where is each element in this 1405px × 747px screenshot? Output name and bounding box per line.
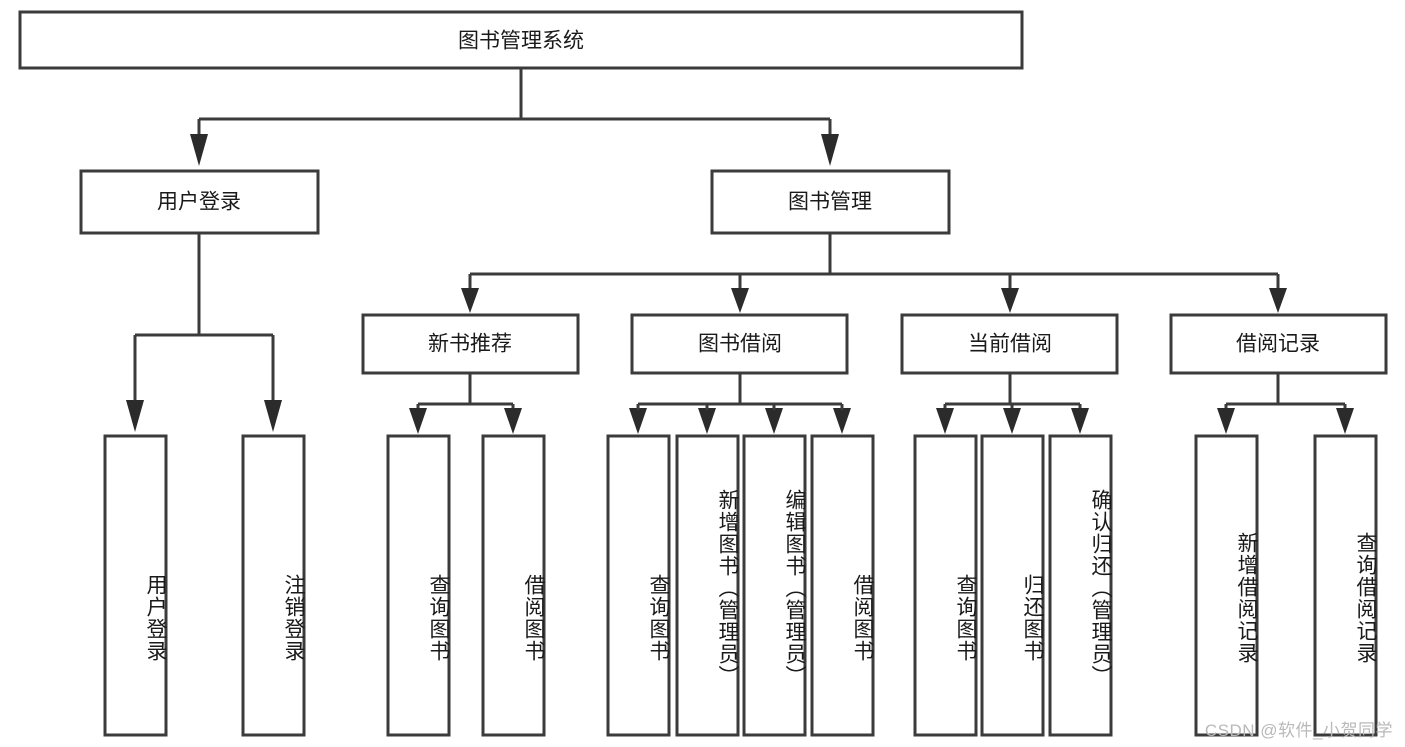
- node-book-manage-label: 图书管理: [788, 191, 872, 214]
- node-book-manage-box[interactable]: [710, 169, 951, 235]
- arrow-br-c1: [1217, 408, 1235, 434]
- node-root-label: 图书管理系统: [458, 30, 584, 53]
- leaf-box-book-borrow-4[interactable]: [810, 434, 875, 737]
- arrow-cb-c2: [1003, 408, 1021, 434]
- leaf-box-book-borrow-3[interactable]: [742, 434, 807, 737]
- leaf-box-book-borrow-1[interactable]: [606, 434, 671, 737]
- node-new-book-recommend-label: 新书推荐: [428, 333, 512, 356]
- node-borrow-record-box[interactable]: [1169, 313, 1388, 375]
- node-book-borrow-label: 图书借阅: [698, 333, 782, 356]
- arrow-bb-c4: [833, 408, 851, 434]
- leaf-box-user-login-2[interactable]: [241, 434, 306, 737]
- arrow-to-current-borrow: [1001, 288, 1019, 313]
- leaf-box-book-borrow-2[interactable]: [675, 434, 740, 737]
- connector-layer: [126, 68, 1354, 434]
- leaf-box-new-book-2[interactable]: [481, 434, 546, 737]
- node-book-borrow-box[interactable]: [630, 313, 849, 375]
- arrow-bb-c2: [698, 408, 716, 434]
- leaf-box-current-borrow-3[interactable]: [1048, 434, 1113, 737]
- arrow-cb-c3: [1071, 408, 1089, 434]
- arrow-to-borrow-record: [1269, 288, 1287, 313]
- node-user-login-box[interactable]: [79, 169, 320, 235]
- leaf-box-current-borrow-1[interactable]: [913, 434, 978, 737]
- arrow-ul-child2: [264, 400, 282, 432]
- node-layer: 图书管理系统 用户登录 图书管理 新书推荐 图书借阅 当前借阅 借阅记录: [18, 10, 1388, 737]
- arrow-to-user-login: [190, 134, 208, 166]
- arrow-to-book-manage: [821, 134, 839, 166]
- leaf-box-borrow-record-2[interactable]: [1313, 434, 1378, 737]
- node-borrow-record-label: 借阅记录: [1236, 333, 1320, 356]
- csdn-watermark: CSDN @软件_小贺同学: [1204, 721, 1393, 740]
- leaf-box-user-login-1[interactable]: [103, 434, 168, 737]
- leaf-box-current-borrow-2[interactable]: [980, 434, 1045, 737]
- arrow-br-c2: [1336, 408, 1354, 434]
- leaf-box-borrow-record-1[interactable]: [1194, 434, 1259, 737]
- arrow-to-new-book: [461, 288, 479, 313]
- node-root-box[interactable]: [18, 10, 1024, 70]
- node-current-borrow-box[interactable]: [900, 313, 1119, 375]
- arrow-to-book-borrow: [731, 288, 749, 313]
- arrow-bb-c1: [629, 408, 647, 434]
- arrow-nb-c1: [409, 408, 427, 434]
- arrow-ul-child1: [126, 400, 144, 432]
- arrow-cb-c1: [936, 408, 954, 434]
- node-user-login-label: 用户登录: [157, 191, 241, 214]
- node-current-borrow-label: 当前借阅: [968, 333, 1052, 356]
- arrow-bb-c3: [765, 408, 783, 434]
- node-new-book-recommend-box[interactable]: [361, 313, 580, 375]
- leaf-box-new-book-1[interactable]: [386, 434, 451, 737]
- arrow-nb-c2: [504, 408, 522, 434]
